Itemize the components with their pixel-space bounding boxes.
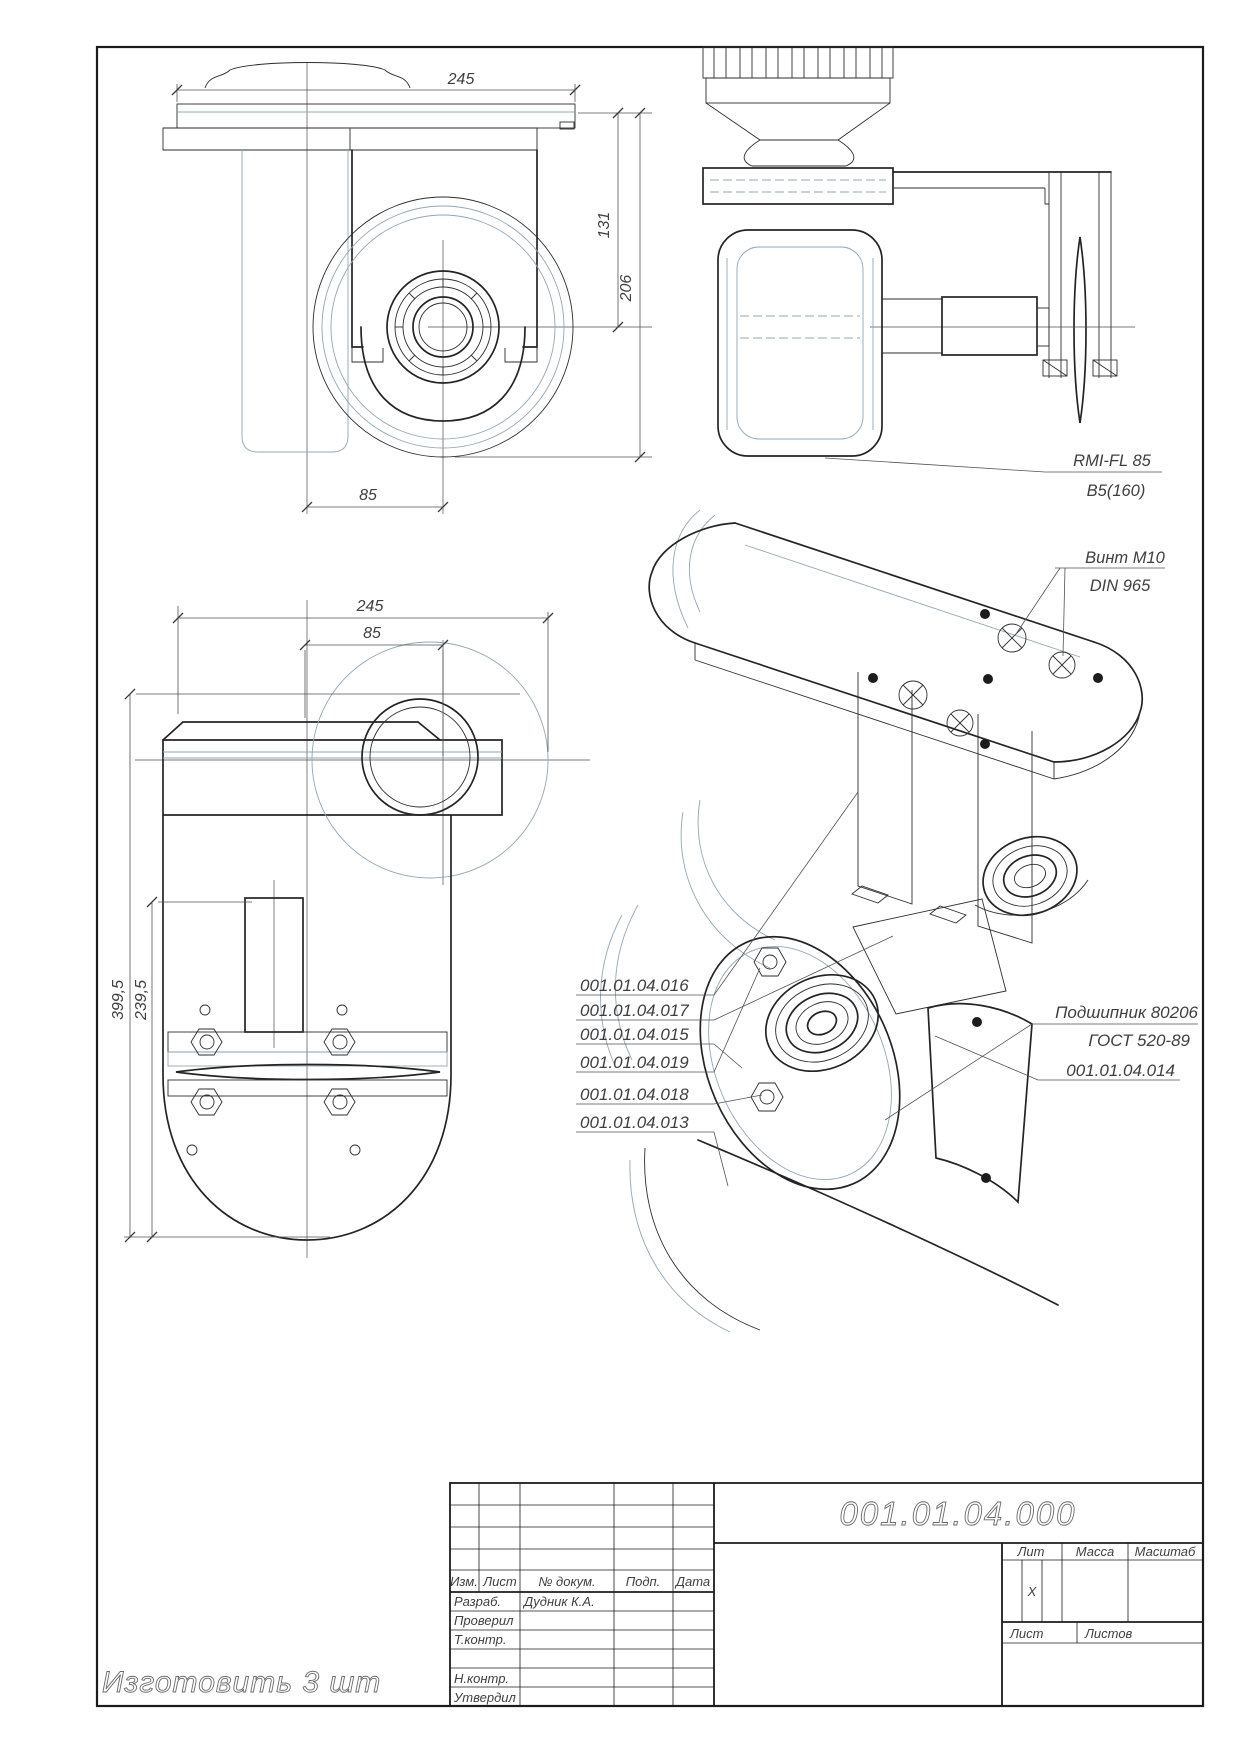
front-dim-width: 245 (447, 71, 475, 88)
bottom-dim-offset: 85 (363, 625, 381, 642)
iso-fork-view: 001.01.04.016 001.01.04.017 001.01.04.01… (576, 791, 1199, 1333)
side-view: RMI-FL 85 B5(160) (702, 46, 1162, 500)
wheel-size-label: B5(160) (1087, 482, 1146, 500)
part-number: 001.01.04.018 (580, 1085, 689, 1104)
col-izm: Изм. (450, 1574, 478, 1589)
row-nkontr-label: Н.контр. (454, 1671, 509, 1686)
drawing-designation: 001.01.04.000 (839, 1495, 1076, 1532)
col-podp: Подп. (626, 1574, 661, 1589)
bearing-label-line2: ГОСТ 520-89 (1088, 1031, 1190, 1050)
lit-value: X (1027, 1584, 1038, 1599)
massa-label: Масса (1076, 1544, 1114, 1559)
iso-bearing (982, 835, 1078, 917)
bottom-dim-width: 245 (356, 598, 384, 615)
bearing-label-line1: Подшипник 80206 (1055, 1003, 1198, 1022)
screw-label-line2: DIN 965 (1090, 577, 1151, 595)
col-n-dokum: № докум. (538, 1574, 595, 1589)
bottom-dim-length-partial: 239,5 (133, 980, 150, 1021)
flange-bearing (764, 973, 880, 1073)
part-number: 001.01.04.017 (580, 1001, 689, 1020)
part-number: 001.01.04.015 (580, 1025, 689, 1044)
front-dim-height-total: 206 (618, 275, 635, 303)
front-view: 245 131 206 85 (162, 62, 652, 514)
part-number: 001.01.04.019 (580, 1053, 689, 1072)
bottom-view: 245 85 399,5 239,5 (110, 598, 590, 1258)
row-utverdil-label: Утвердил (453, 1690, 517, 1705)
screw-label-line1: Винт M10 (1085, 549, 1166, 567)
plate-screws (898, 623, 1076, 737)
masshtab-label: Масштаб (1135, 1544, 1196, 1559)
sheet-frame (95, 45, 1205, 1708)
wheel-type-label: RMI-FL 85 (1073, 452, 1151, 470)
bearing-cage-ticks (395, 279, 491, 375)
part-number: 001.01.04.016 (580, 976, 689, 995)
bottom-dim-length-total: 399,5 (110, 980, 127, 1020)
row-proveril-label: Проверил (454, 1613, 514, 1628)
flange-bolts (750, 947, 787, 1112)
front-dim-height-axle: 131 (596, 212, 613, 239)
front-dim-offset: 85 (359, 487, 377, 504)
iso-top-view: Винт M10 DIN 965 (648, 509, 1166, 969)
part-number: 001.01.04.013 (580, 1113, 689, 1132)
col-list: Лист (482, 1574, 517, 1589)
manufacture-note: Изготовить 3 шт (102, 1666, 381, 1699)
bearing-label-block: Подшипник 80206 ГОСТ 520-89 001.01.04.01… (884, 1003, 1199, 1121)
title-block: 001.01.04.000 Изм. Лист № докум. Подп. Д… (449, 1482, 1204, 1707)
bearing-label-line3: 001.01.04.014 (1066, 1061, 1175, 1080)
col-data: Дата (674, 1574, 710, 1589)
list-label: Лист (1009, 1626, 1044, 1641)
row-tkontr-label: Т.контр. (454, 1632, 506, 1647)
axle-nuts (190, 1028, 356, 1116)
lit-label: Лит (1017, 1544, 1045, 1559)
listov-label: Листов (1084, 1626, 1133, 1641)
row-razrab-value: Дудник К.А. (522, 1594, 595, 1609)
part-number-list: 001.01.04.016 001.01.04.017 001.01.04.01… (576, 791, 894, 1187)
row-razrab-label: Разраб. (454, 1594, 501, 1609)
cap-serrations (713, 47, 883, 78)
